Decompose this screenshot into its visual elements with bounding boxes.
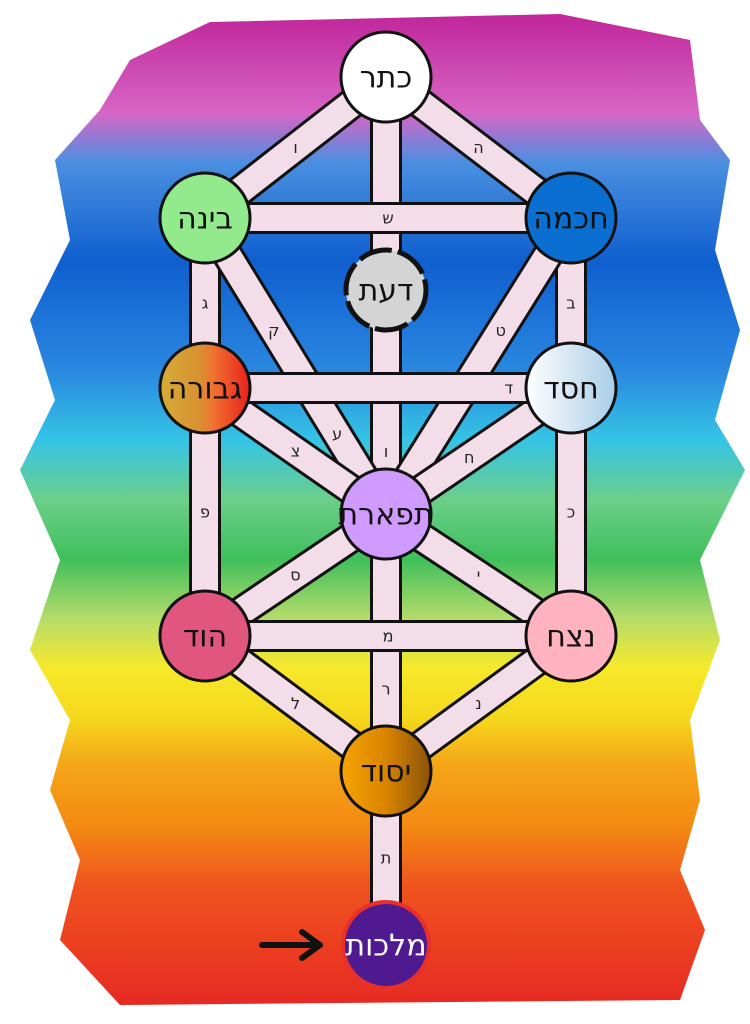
- path-letter: ס: [290, 566, 300, 585]
- sefirah-circle: [343, 247, 429, 333]
- sefirah-circle: [158, 341, 252, 435]
- path-letter: ב: [566, 294, 575, 313]
- sefirah-tiferet[interactable]: תפארת: [338, 467, 434, 561]
- path-letter: מ: [383, 627, 394, 646]
- sefirah-circle: [339, 724, 433, 818]
- path-letter: ו: [293, 138, 297, 157]
- path-letter: נ: [475, 694, 481, 713]
- sefirah-daat[interactable]: דעת: [343, 247, 429, 333]
- path-letter: ח: [464, 448, 474, 467]
- sefirah-label: כתר: [360, 61, 413, 96]
- pointer-layer: [259, 929, 323, 961]
- path-letter: פ: [200, 503, 210, 522]
- sefirah-label: בינה: [177, 202, 233, 237]
- sefirah-chesed[interactable]: חסד: [524, 341, 618, 435]
- sefirah-label: תפארת: [338, 498, 433, 533]
- path-letter: ר: [381, 679, 390, 698]
- sefirah-hod[interactable]: הוד: [158, 589, 252, 683]
- sefirot-layer: כתרחכמהבינהדעתחסדגבורהתפארתנצחהודיסודמלכ…: [158, 30, 618, 990]
- path-letter: צ: [291, 442, 301, 461]
- path-band: [193, 211, 398, 521]
- sefirah-circle: [339, 30, 433, 124]
- path-chokhmah-tiferet: ט: [372, 209, 585, 523]
- path-letter: ג: [202, 294, 209, 313]
- sefirah-label: דעת: [359, 274, 414, 309]
- sefirah-gevurah[interactable]: גבורה: [158, 341, 252, 435]
- sefirah-yesod[interactable]: יסוד: [339, 724, 433, 818]
- sefirah-keter[interactable]: כתר: [339, 30, 433, 124]
- sefirah-binah[interactable]: בינה: [158, 171, 252, 265]
- path-letter: ט: [496, 321, 506, 340]
- path-letter: י: [477, 566, 481, 585]
- sefirah-netzach[interactable]: נצח: [524, 589, 618, 683]
- path-letter: ד: [504, 379, 513, 398]
- sefirah-circle: [524, 171, 618, 265]
- path-binah-tiferet: קע: [191, 209, 400, 523]
- sefirah-label: חסד: [543, 372, 598, 407]
- path-letter: ה: [473, 138, 483, 157]
- sefirah-circle: [524, 341, 618, 435]
- arrow-right-icon: [259, 929, 323, 961]
- path-letter: ק: [268, 321, 279, 340]
- path-letter: ע: [332, 425, 342, 444]
- sefirah-label: גבורה: [168, 372, 242, 407]
- path-letter: ל: [291, 694, 300, 713]
- sefirah-chokhmah[interactable]: חכמה: [524, 171, 618, 265]
- path-letter: ש: [382, 209, 393, 228]
- sefirah-label: נצח: [546, 620, 595, 655]
- sefirah-circle: [341, 900, 431, 990]
- sefirah-label: יסוד: [361, 755, 412, 790]
- sefirah-circle: [339, 467, 433, 561]
- sefirah-label: הוד: [183, 620, 227, 655]
- sefirah-malkhut[interactable]: מלכות: [341, 900, 431, 990]
- path-letter: ת: [381, 849, 392, 868]
- path-letter: כ: [567, 503, 575, 522]
- sefirah-label: חכמה: [533, 202, 608, 237]
- sefirah-label: מלכות: [345, 929, 426, 964]
- path-band: [374, 211, 583, 521]
- path-gevurah-chesed: ד: [205, 372, 571, 404]
- path-letter: ו: [384, 442, 388, 461]
- path-hod-netzach: מ: [205, 620, 571, 652]
- path-binah-chokhmah: ש: [205, 202, 571, 234]
- sefirah-circle: [158, 589, 252, 683]
- sefirah-circle: [524, 589, 618, 683]
- sefirah-circle: [158, 171, 252, 265]
